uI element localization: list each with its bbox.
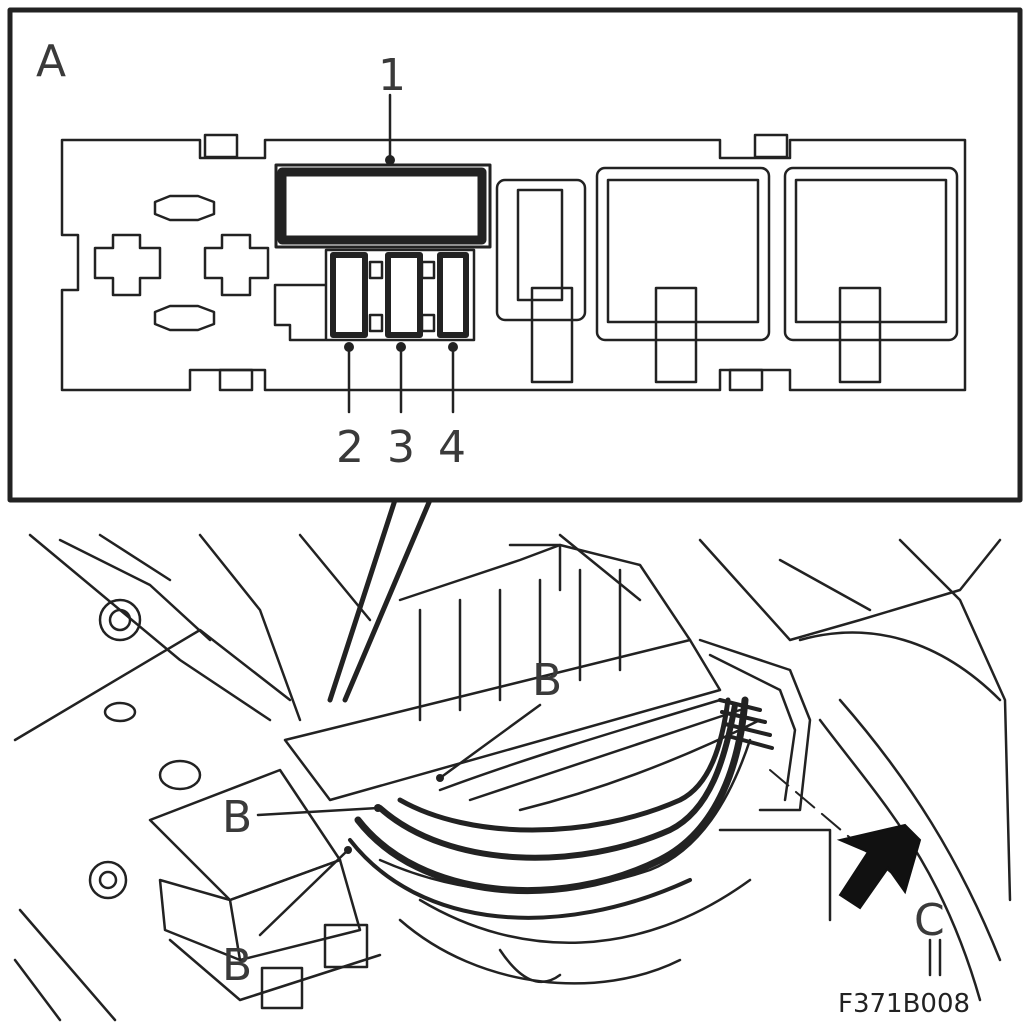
narrow-cavity <box>495 178 587 322</box>
body-panel <box>778 558 872 612</box>
cavity-latch <box>654 286 698 384</box>
callout-dot-b <box>436 774 444 782</box>
connector-ribs <box>418 568 622 722</box>
terminal-1 <box>277 167 487 245</box>
mounting-hole <box>158 759 202 791</box>
body-panel <box>558 533 642 602</box>
bolt <box>98 870 118 890</box>
wire <box>398 918 682 985</box>
callout-dot-4 <box>448 342 458 352</box>
terminal-2 <box>330 252 368 338</box>
terminal-1-housing <box>274 163 492 249</box>
grommet <box>708 653 797 802</box>
callout-dot-2 <box>344 342 354 352</box>
body-panel <box>28 533 272 722</box>
body-panel <box>13 628 292 742</box>
wire-highlighted <box>377 702 738 861</box>
callout-dot-3 <box>396 342 406 352</box>
connector-label-b-top: B <box>532 655 562 706</box>
body-panel <box>298 533 372 622</box>
oval-slot <box>153 304 216 332</box>
view-arrow-label-c: C <box>914 895 945 946</box>
connector-housing <box>168 938 382 1002</box>
terminal-lock <box>368 313 384 333</box>
body-panel <box>198 533 302 722</box>
inset-pointer <box>327 497 433 703</box>
terminal-lock <box>420 260 436 280</box>
locking-tab <box>728 368 764 392</box>
grommet <box>698 638 812 812</box>
connector-socket <box>260 966 304 1010</box>
callout-dot-b <box>344 846 352 854</box>
guide-cross <box>203 233 270 297</box>
leader-b-bottom <box>258 848 350 937</box>
wire-highlighted <box>354 696 749 894</box>
narrow-cavity-inner <box>516 188 564 302</box>
body-panel <box>98 533 172 582</box>
connector-ribs <box>398 543 692 642</box>
view-direction-arrow <box>836 823 922 910</box>
cavity-latch <box>530 286 574 384</box>
connector-label-b-mid: B <box>222 792 252 843</box>
connector-housing <box>283 638 722 802</box>
terminal-lock <box>420 313 436 333</box>
body-panel <box>898 538 1012 902</box>
terminal-3 <box>385 252 423 338</box>
terminal-row-frame <box>324 248 476 342</box>
body-panel <box>13 908 117 1022</box>
cavity-latch <box>838 286 882 384</box>
inset-frame <box>7 7 1023 503</box>
connector-socket <box>323 923 369 969</box>
connector-face-outline <box>60 138 967 392</box>
oval-slot <box>153 194 216 222</box>
wire <box>438 698 722 792</box>
wire-highlighted <box>348 838 692 920</box>
side-block <box>273 283 327 342</box>
wire <box>418 878 752 944</box>
callout-dot-1 <box>385 155 395 165</box>
wire-highlighted <box>397 697 731 833</box>
wire <box>838 698 1002 962</box>
mounting-hole <box>108 608 132 632</box>
large-cavity-inner <box>606 178 760 324</box>
locking-tab <box>203 133 239 159</box>
wire <box>468 708 742 802</box>
large-cavity-inner <box>794 178 948 324</box>
callout-dot-b <box>374 804 382 812</box>
grommet <box>718 828 832 922</box>
locking-tab <box>753 133 789 159</box>
callout-label-2: 2 <box>336 422 364 473</box>
body-panel <box>698 538 1002 642</box>
terminal-4 <box>437 252 469 338</box>
connector-ribs <box>508 543 562 592</box>
mounting-hole <box>103 701 137 723</box>
wire <box>498 948 562 984</box>
figure-reference: F371B008 <box>838 989 970 1019</box>
body-panel <box>58 538 212 642</box>
rear-terminals <box>718 698 774 750</box>
wire <box>798 631 1002 702</box>
callout-label-3: 3 <box>387 422 415 473</box>
connector-label-b-bottom: B <box>222 940 252 991</box>
bolt <box>88 860 128 900</box>
locking-tab <box>218 368 254 392</box>
large-cavity <box>595 166 771 342</box>
connector-housing <box>228 858 362 962</box>
callout-label-4: 4 <box>438 422 466 473</box>
mounting-hole <box>98 598 142 642</box>
leader-b-top <box>438 703 542 780</box>
guide-cross <box>93 233 162 297</box>
view-label-a: A <box>36 36 66 87</box>
terminal-lock <box>368 260 384 280</box>
leader-b-mid <box>256 806 380 817</box>
large-cavity <box>783 166 959 342</box>
callout-label-1: 1 <box>378 50 406 101</box>
